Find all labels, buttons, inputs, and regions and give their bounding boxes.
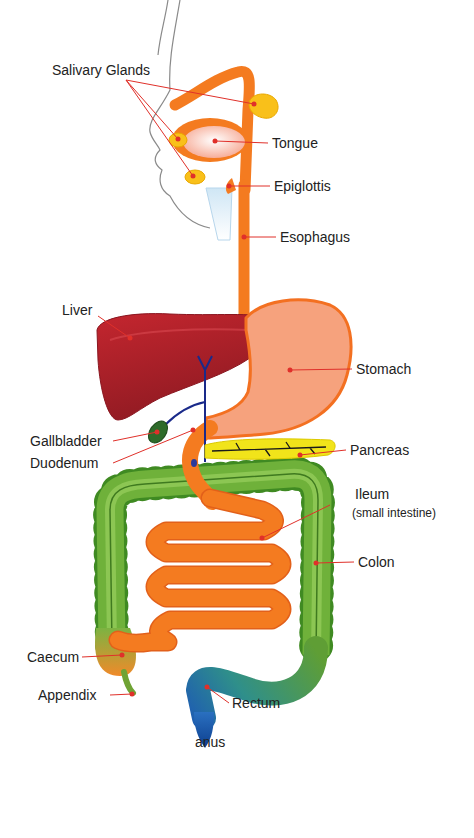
leader-line	[300, 450, 346, 455]
part-label: (small intestine)	[352, 507, 436, 521]
leader-dot	[288, 368, 293, 373]
leader-dot	[176, 137, 181, 142]
leader-line	[244, 237, 276, 238]
gallbladder	[145, 418, 172, 447]
part-label: Caecum	[27, 649, 79, 665]
leader-line	[126, 80, 193, 176]
leader-line	[82, 655, 122, 657]
leader-line	[316, 562, 354, 563]
salivary-gland	[249, 94, 278, 118]
leader-dot	[298, 453, 303, 458]
pancreas	[205, 439, 335, 459]
liver-shading	[110, 329, 250, 340]
part-label: anus	[195, 734, 225, 750]
leader-dot	[314, 561, 319, 566]
leader-dot	[130, 692, 135, 697]
leader-line	[113, 432, 157, 441]
leader-line	[98, 316, 130, 338]
leader-dot	[205, 685, 210, 690]
leader-dot	[191, 174, 196, 179]
esophagus	[239, 185, 250, 330]
leader-dot	[155, 430, 160, 435]
appendix	[124, 672, 133, 693]
part-label: Rectum	[232, 695, 280, 711]
stomach	[206, 300, 351, 438]
part-label: Duodenum	[30, 455, 99, 471]
part-label: Gallbladder	[30, 433, 102, 449]
leader-dot	[120, 653, 125, 658]
part-label: Appendix	[38, 687, 96, 703]
leader-dot	[242, 235, 247, 240]
small-intestine-outline	[118, 498, 282, 643]
part-label: Liver	[62, 302, 92, 318]
leader-line	[262, 505, 330, 538]
head-outline	[150, 0, 210, 228]
leader-dot	[260, 536, 265, 541]
colon-centerline	[110, 474, 318, 655]
colon-haustra	[110, 474, 318, 655]
part-label: Esophagus	[280, 229, 350, 245]
part-label: Salivary Glands	[52, 62, 150, 78]
colon	[110, 474, 318, 655]
colon-highlight	[110, 474, 318, 655]
bile-duct	[165, 402, 205, 425]
leader-dot	[252, 102, 257, 107]
leader-dot	[213, 139, 218, 144]
leader-line	[290, 369, 352, 370]
part-label: Tongue	[272, 135, 318, 151]
salivary-gland	[185, 170, 205, 184]
part-label: Stomach	[356, 361, 411, 377]
part-label: Pancreas	[350, 442, 409, 458]
leader-line	[215, 141, 268, 143]
part-label: Colon	[358, 554, 395, 570]
small-intestine	[118, 498, 282, 643]
part-label: Epiglottis	[274, 178, 331, 194]
ampulla	[191, 459, 197, 467]
part-label: Ileum	[355, 486, 389, 502]
leader-dot	[191, 428, 196, 433]
leader-line	[110, 694, 132, 695]
leader-lines	[82, 80, 354, 703]
leader-line	[126, 80, 254, 104]
leader-dot	[227, 184, 232, 189]
leader-dot	[128, 336, 133, 341]
leader-line	[126, 80, 178, 139]
head-outline	[158, 0, 168, 55]
rectum	[198, 648, 316, 718]
trachea	[206, 188, 232, 240]
leader-line	[113, 430, 193, 463]
leader-line	[207, 687, 229, 703]
leader-line	[229, 186, 270, 187]
